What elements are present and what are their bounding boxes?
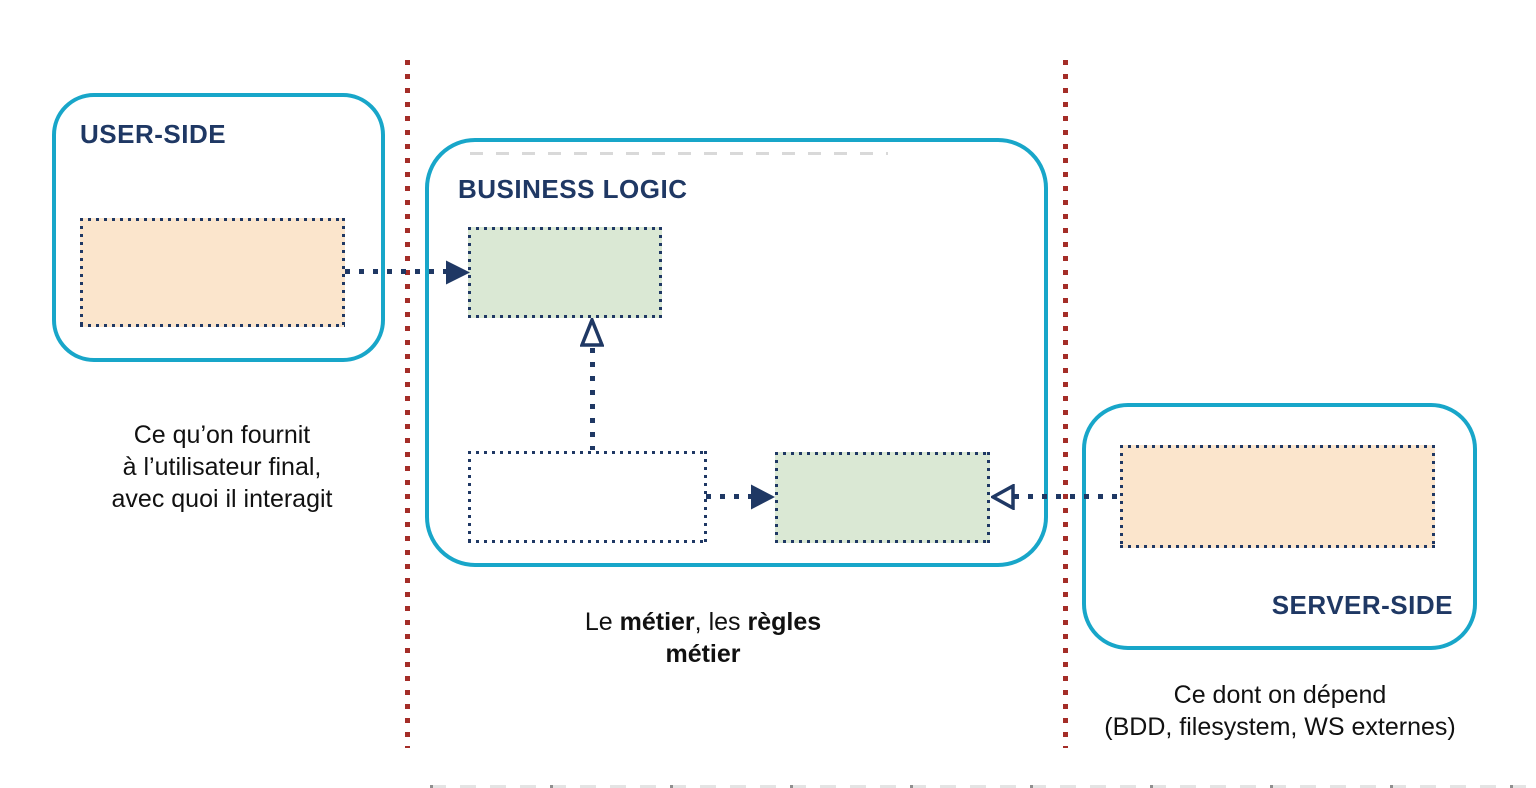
- user-side-caption: Ce qu’on fournit à l’utilisateur final, …: [67, 419, 377, 515]
- business-logic-caption: Le métier, les règles métier: [503, 606, 903, 670]
- arrow-line: [590, 348, 595, 450]
- caption-line: à l’utilisateur final,: [122, 453, 322, 481]
- caption-line: (BDD, filesystem, WS externes): [1104, 713, 1456, 741]
- arrow-line: [1014, 494, 1120, 499]
- user-side-title: USER-SIDE: [80, 119, 227, 149]
- caption-text-segment: , les: [694, 608, 748, 636]
- arrowhead-open-up-icon: [579, 315, 605, 347]
- arrowhead-filled-right-icon: [446, 260, 470, 285]
- caption-text-segment: Le: [584, 608, 620, 636]
- bottom-cutoff-dashed-line: [430, 785, 1536, 788]
- arrowhead-open-left-icon: [989, 483, 1015, 511]
- separator-line-left: [405, 60, 410, 748]
- caption-text-segment: règles: [747, 608, 822, 636]
- separator-line-right: [1063, 60, 1068, 748]
- caption-line: Le métier, les règles: [503, 606, 903, 638]
- business-logic-panel: [425, 138, 1048, 567]
- caption-line: avec quoi il interagit: [111, 485, 333, 513]
- business-component-box-top: [468, 227, 662, 318]
- caption-text-segment: métier: [619, 608, 695, 636]
- caption-line: Ce qu’on fournit: [133, 421, 311, 449]
- caption-line: Ce dont on dépend: [1173, 681, 1387, 709]
- arrow-line: [706, 494, 752, 499]
- user-side-panel: [52, 93, 385, 362]
- caption-line: métier: [665, 640, 741, 668]
- user-component-box: [80, 218, 345, 327]
- server-side-caption: Ce dont on dépend (BDD, filesystem, WS e…: [1080, 679, 1480, 743]
- faint-dashed-line: [470, 152, 888, 155]
- server-component-box: [1120, 445, 1435, 548]
- arrowhead-filled-right-icon: [751, 484, 775, 510]
- business-component-box-bottom-left: [468, 451, 707, 543]
- arrow-line: [345, 269, 448, 274]
- business-component-box-bottom-right: [775, 452, 990, 543]
- business-logic-title: BUSINESS LOGIC: [458, 174, 688, 204]
- server-side-panel: [1082, 403, 1477, 650]
- server-side-title: SERVER-SIDE: [1271, 590, 1453, 620]
